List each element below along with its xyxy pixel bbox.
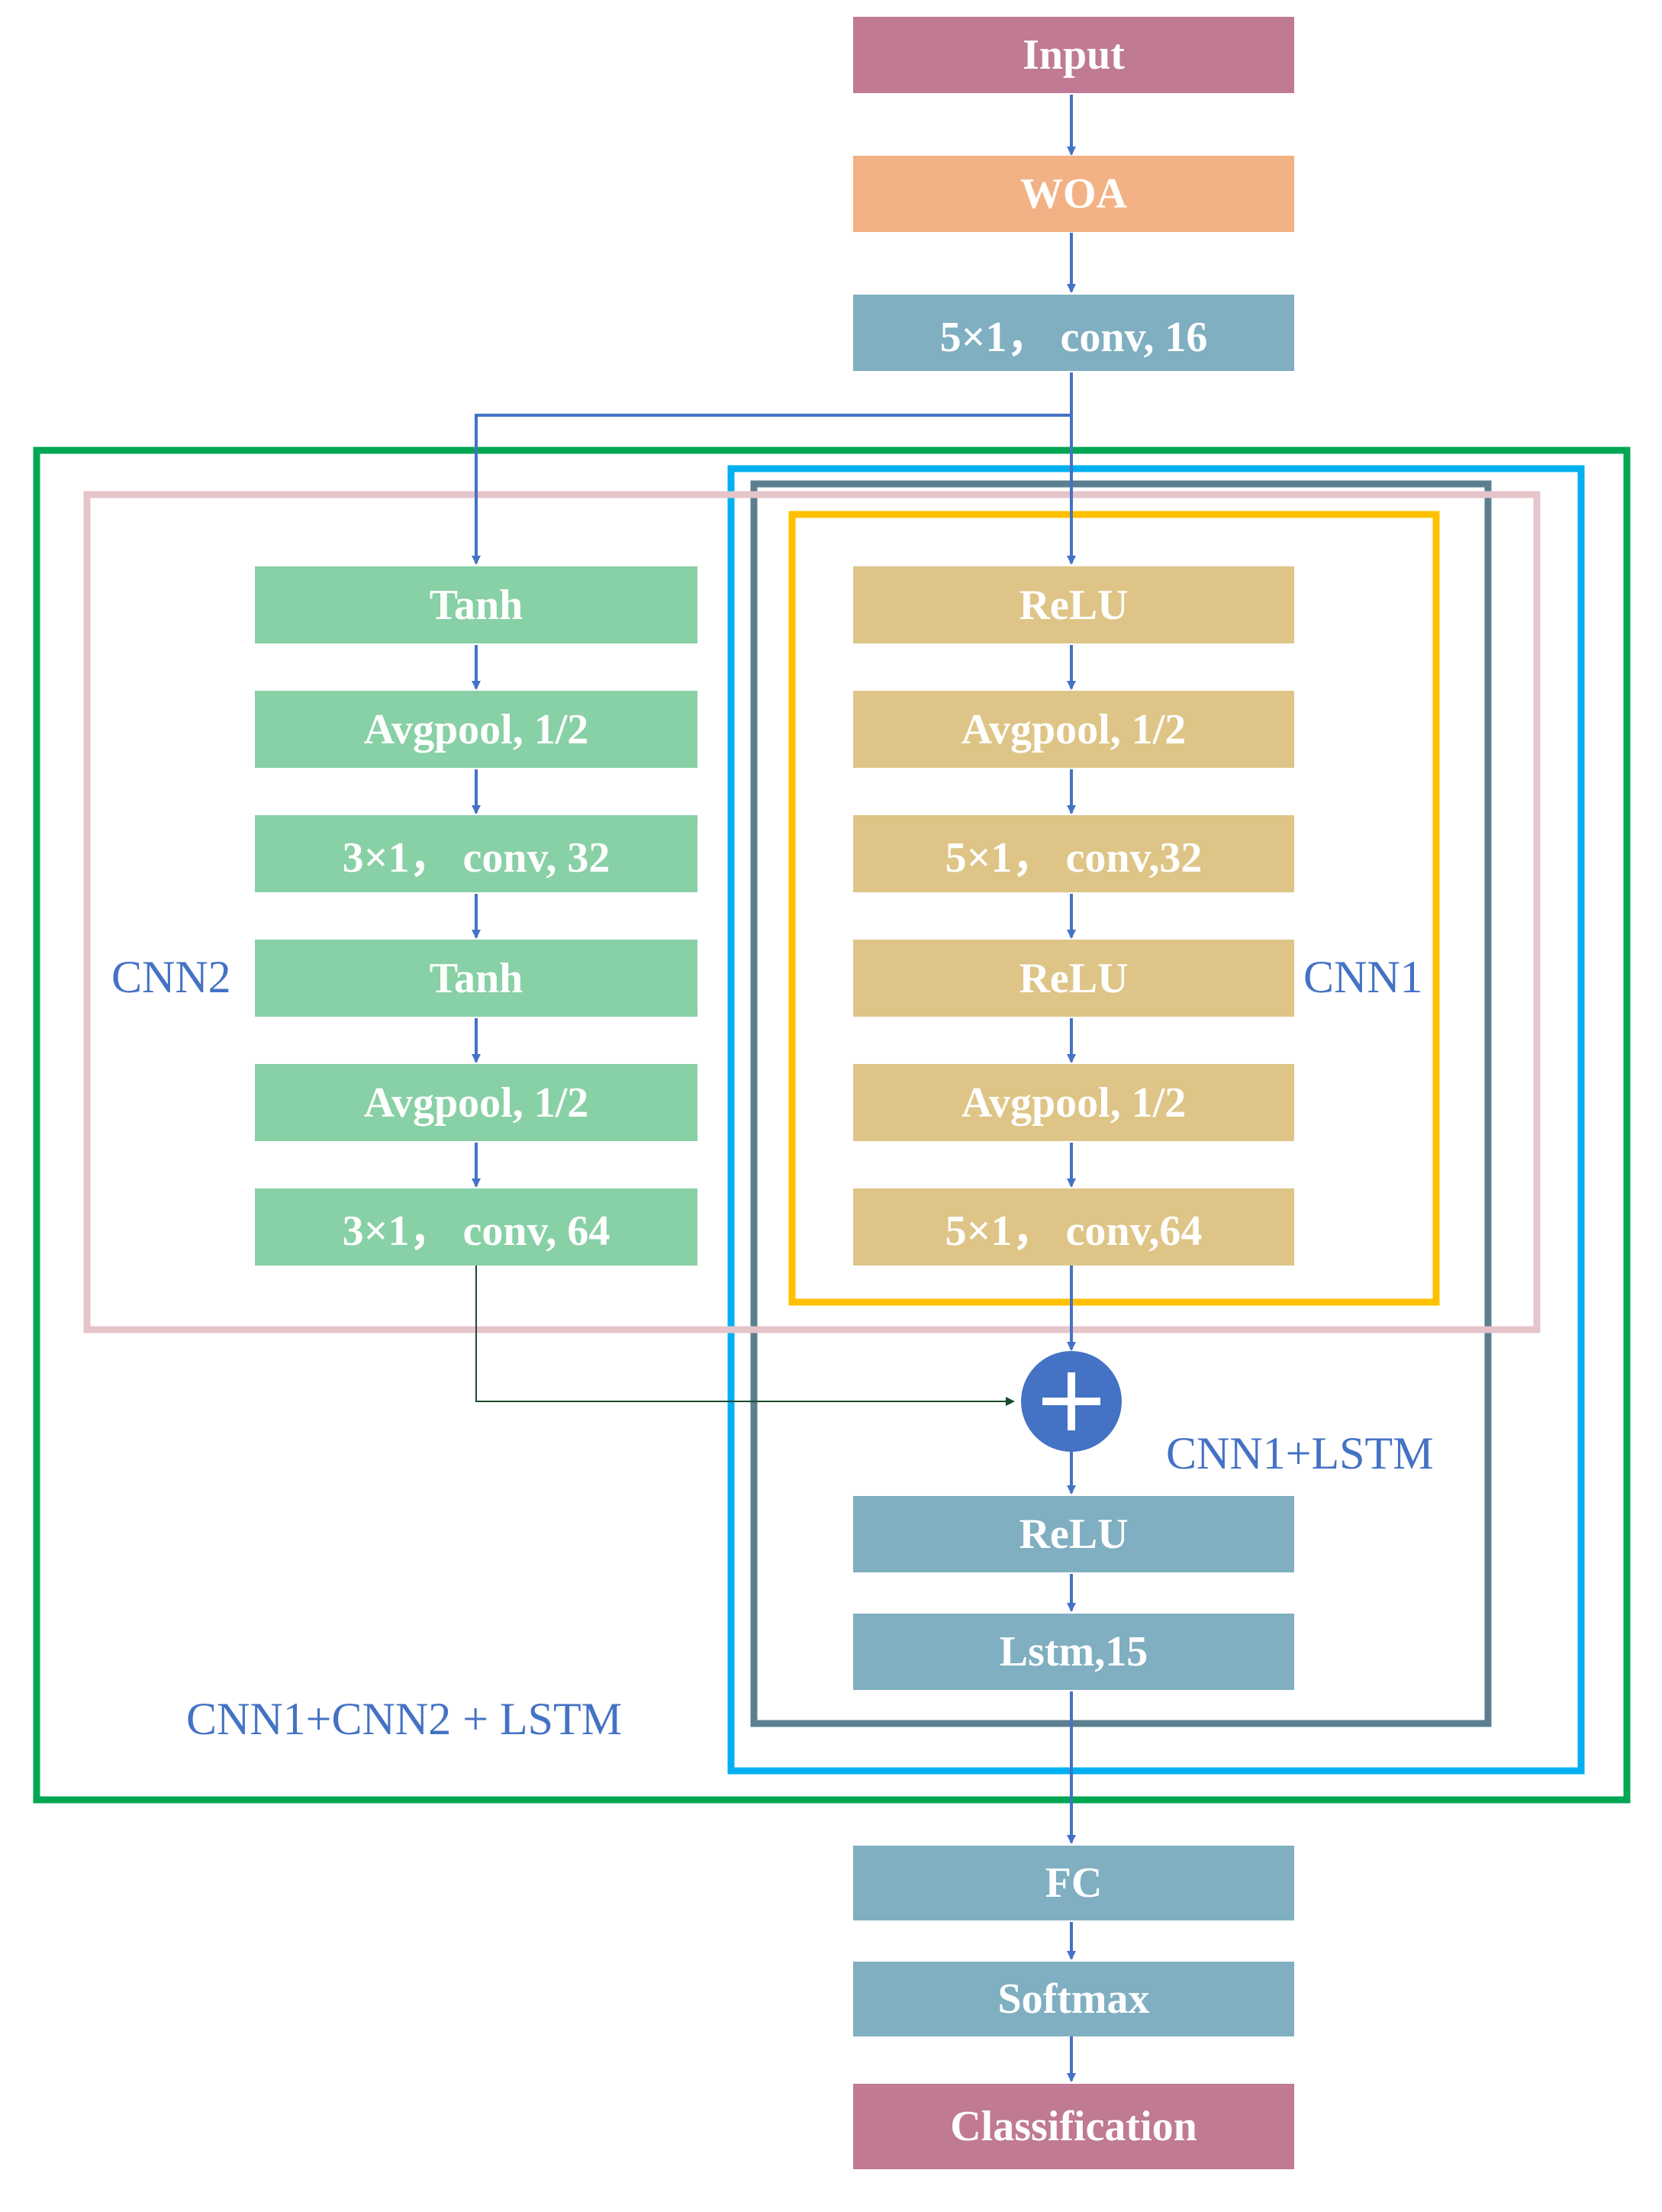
label-cnn2: CNN2	[111, 952, 231, 1002]
group-cnn1-lstm-frame	[750, 480, 1492, 1727]
node-softmax: Softmax	[853, 1962, 1294, 2036]
label-cnn1-cnn2-lstm: CNN1+CNN2 + LSTM	[186, 1694, 623, 1744]
node-woa: WOA	[853, 156, 1294, 232]
node-conv16: 5×1， conv, 16	[853, 295, 1294, 371]
group-cnn1-frame	[788, 511, 1440, 1306]
group-cnn2-frame	[83, 491, 1541, 1333]
group-cnn1-lstm-blue-frame	[727, 465, 1585, 1775]
sum-node	[1021, 1351, 1122, 1452]
node-cnn1-relu1: ReLU	[853, 566, 1294, 643]
plus-icon	[1042, 1372, 1100, 1430]
label-cnn1: CNN1	[1303, 952, 1423, 1002]
arrow-conv16-tanh1	[472, 414, 1071, 565]
node-cnn1-avgpool1: Avgpool, 1/2	[853, 691, 1294, 768]
node-cnn1-relu2: ReLU	[853, 940, 1294, 1017]
node-cnn2-conv32: 3×1， conv, 32	[255, 815, 697, 892]
node-cnn1-conv64: 5×1， conv,64	[853, 1188, 1294, 1266]
node-cnn2-avgpool1: Avgpool, 1/2	[255, 691, 697, 768]
node-cnn2-tanh2: Tanh	[255, 940, 697, 1017]
node-lstm: Lstm,15	[853, 1614, 1294, 1690]
node-cnn2-avgpool2: Avgpool, 1/2	[255, 1064, 697, 1141]
connectors	[472, 95, 1076, 2082]
node-cnn2-tanh1: Tanh	[255, 566, 697, 643]
group-cnn1-cnn2-lstm-frame	[33, 447, 1631, 1804]
label-cnn1-lstm: CNN1+LSTM	[1166, 1428, 1434, 1478]
node-cnn2-conv64: 3×1， conv, 64	[255, 1188, 697, 1266]
node-fc: FC	[853, 1846, 1294, 1920]
node-input: Input	[853, 17, 1294, 93]
node-cnn1-conv32: 5×1， conv,32	[853, 815, 1294, 892]
arrow-cnn2-sum	[475, 1266, 1015, 1406]
node-classification: Classification	[853, 2084, 1294, 2169]
node-cnn1-avgpool2: Avgpool, 1/2	[853, 1064, 1294, 1141]
node-relu: ReLU	[853, 1496, 1294, 1572]
